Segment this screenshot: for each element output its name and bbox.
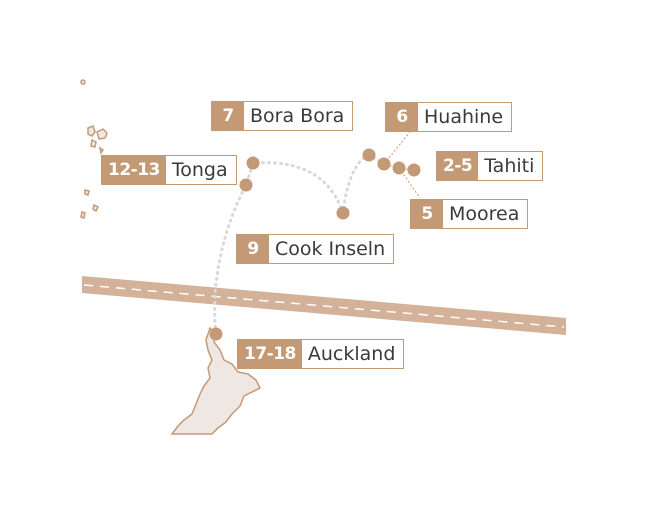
cruise-route [213, 153, 416, 336]
days-badge: 12-13 [102, 156, 166, 184]
stop-name: Tonga [171, 159, 228, 181]
days-badge: 7 [212, 102, 244, 130]
stop-name: Cook Inseln [275, 238, 386, 260]
stop-name: Huahine [424, 106, 504, 128]
label-cook-inseln[interactable]: 9 Cook Inseln [236, 234, 395, 264]
stop-name: Moorea [449, 203, 520, 225]
days-badge: 6 [386, 103, 418, 131]
days-badge: 17-18 [238, 340, 302, 368]
label-huahine[interactable]: 6 Huahine [385, 102, 513, 132]
leader-huahine [383, 131, 411, 165]
days-badge: 2-5 [437, 152, 479, 180]
latitude-band [82, 276, 566, 335]
label-moorea[interactable]: 5 Moorea [410, 199, 529, 229]
marker-moorea[interactable] [392, 161, 406, 175]
marker-huahine[interactable] [377, 157, 391, 171]
days-badge: 5 [411, 200, 443, 228]
marker-bora-bora[interactable] [246, 156, 260, 170]
label-bora-bora[interactable]: 7 Bora Bora [211, 101, 354, 131]
marker-auckland[interactable] [209, 327, 223, 341]
label-tahiti[interactable]: 2-5 Tahiti [436, 151, 544, 181]
marker-tahiti[interactable] [407, 163, 421, 177]
new-zealand-north-island [170, 326, 262, 435]
tonga-islands [80, 79, 108, 219]
stop-name: Bora Bora [250, 105, 345, 127]
marker-raiatea[interactable] [362, 148, 376, 162]
label-tonga[interactable]: 12-13 Tonga [101, 155, 237, 185]
stop-name: Auckland [307, 343, 396, 365]
stop-name: Tahiti [484, 155, 535, 177]
marker-tonga[interactable] [239, 178, 253, 192]
marker-cook-inseln[interactable] [336, 206, 350, 220]
stop-markers [209, 148, 421, 341]
label-auckland[interactable]: 17-18 Auckland [237, 339, 405, 369]
days-badge: 9 [237, 235, 269, 263]
